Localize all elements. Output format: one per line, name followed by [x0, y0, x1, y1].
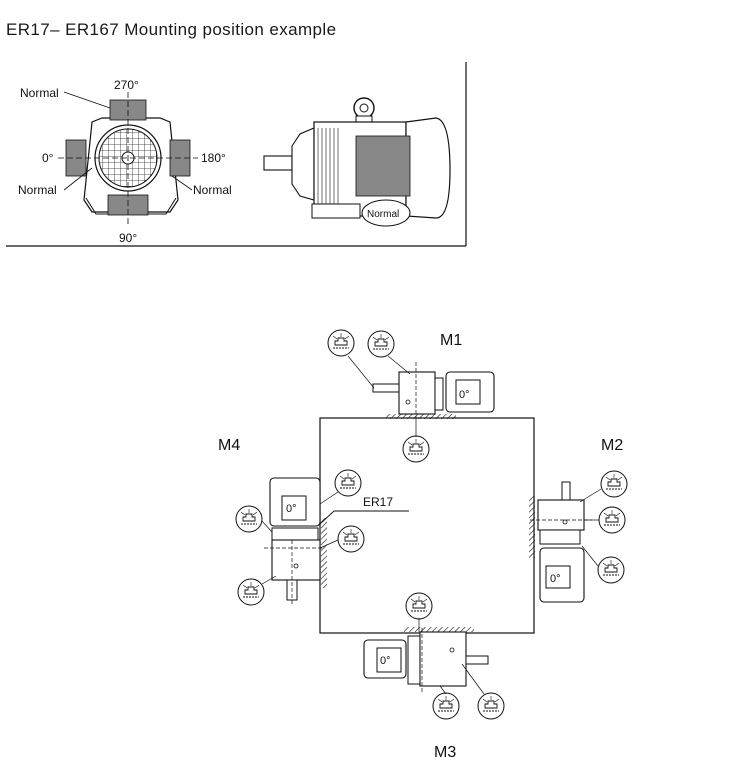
normal-label-bottom-left: Normal — [18, 183, 57, 197]
symbol-m3-c — [477, 692, 505, 720]
symbol-m1-b — [367, 330, 395, 358]
angle-270-label: 270° — [114, 78, 139, 92]
position-m2-label: M2 — [601, 437, 623, 454]
symbol-m2-a — [600, 470, 628, 498]
hatch-m1 — [386, 414, 456, 419]
motor-m1 — [372, 362, 495, 420]
top-frame — [6, 62, 467, 247]
motor-front-view — [58, 91, 198, 226]
motor-m3 — [363, 628, 489, 692]
normal-label-side: Normal — [367, 209, 399, 220]
symbol-m1-a — [327, 329, 355, 357]
symbol-m4-d — [237, 578, 265, 606]
lubrication-symbols — [235, 329, 628, 720]
hatch-m3 — [404, 627, 474, 632]
symbol-m3-b — [432, 692, 460, 720]
normal-label-bottom-right: Normal — [193, 183, 232, 197]
angle-90-label: 90° — [119, 231, 137, 245]
symbol-m4-b — [235, 505, 263, 533]
model-label: ER17 — [363, 495, 393, 509]
page-title: ER17– ER167 Mounting position example — [6, 20, 337, 39]
symbol-m2-c — [597, 556, 625, 584]
symbol-m2-b — [598, 506, 626, 534]
m4-box-angle: 0° — [286, 503, 297, 515]
position-m1-label: M1 — [440, 332, 462, 349]
terminal-box — [355, 135, 411, 197]
position-m4-label: M4 — [218, 437, 240, 454]
symbol-m1-c — [402, 435, 430, 463]
symbol-m4-c — [337, 525, 365, 553]
position-m3-label: M3 — [434, 744, 456, 761]
symbol-m3-a — [405, 592, 433, 620]
symbol-m4-a — [334, 469, 362, 497]
motor-m4 — [264, 477, 324, 604]
motor-m2 — [530, 481, 592, 603]
m1-box-angle: 0° — [459, 389, 470, 401]
m2-box-angle: 0° — [550, 573, 561, 585]
angle-0-label: 0° — [42, 151, 54, 165]
hatch-m2 — [529, 496, 535, 558]
angle-180-label: 180° — [201, 151, 226, 165]
hatch-m4 — [321, 518, 327, 588]
normal-label-top-left: Normal — [20, 86, 59, 100]
motor-side-view — [263, 97, 451, 227]
m3-box-angle: 0° — [380, 655, 391, 667]
